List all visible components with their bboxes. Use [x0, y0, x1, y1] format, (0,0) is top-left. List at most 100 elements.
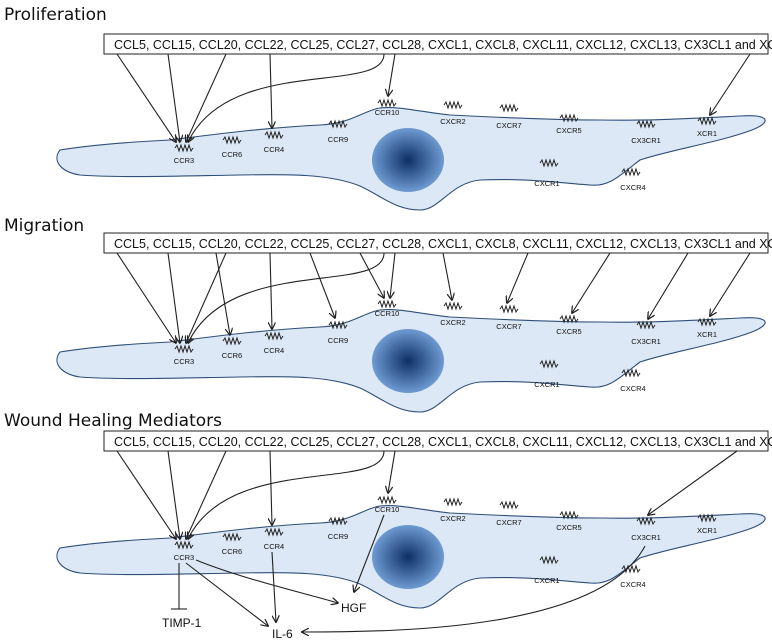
section-title: Migration	[4, 216, 84, 236]
arrow-ccl20-ccr3	[186, 53, 227, 142]
svg-text:CXCR1: CXCR1	[534, 576, 559, 585]
arrow-ccl28-ccr10	[388, 450, 396, 493]
arrow-cx3cr1-il6	[302, 545, 646, 632]
svg-text:CX3CR1: CX3CR1	[631, 136, 661, 145]
receptor-ccr4: CCR4	[264, 527, 284, 551]
svg-text:CCR6: CCR6	[222, 150, 242, 159]
svg-text:CX3CR1: CX3CR1	[631, 337, 661, 346]
arrow-xcl1-xcr1	[710, 252, 751, 316]
svg-text:CCR3: CCR3	[174, 553, 194, 562]
arrow-ccl27-ccr10	[359, 252, 384, 298]
nucleus	[372, 329, 444, 393]
receptor-cxcr5: CXCR5	[556, 314, 582, 336]
receptor-cxcr2: CXCR2	[440, 301, 466, 327]
receptor-cx3cr1: CX3CR1	[631, 516, 661, 542]
receptor-cxcr7: CXCR7	[496, 304, 522, 331]
svg-text:CCR10: CCR10	[375, 309, 400, 318]
receptor-ccr9: CCR9	[328, 320, 348, 345]
mediator-timp1: TIMP-1	[162, 616, 202, 630]
receptor-xcr1: XCR1	[697, 317, 717, 339]
arrow-ccl5-ccr3	[116, 53, 176, 142]
receptor-ccr4: CCR4	[264, 331, 284, 355]
svg-text:CCR10: CCR10	[375, 505, 400, 514]
svg-text:CCR3: CCR3	[174, 357, 194, 366]
svg-text:CXCR4: CXCR4	[620, 580, 645, 589]
svg-text:CXCR7: CXCR7	[496, 518, 521, 527]
svg-text:CCR10: CCR10	[375, 108, 400, 117]
receptor-cxcr1: CXCR1	[534, 359, 560, 389]
arrow-ccl20-ccr3	[186, 450, 227, 539]
arrow-cxcl1-cxcr2	[442, 252, 452, 300]
receptor-cxcr1: CXCR1	[534, 158, 560, 188]
svg-text:CXCR4: CXCR4	[620, 384, 645, 393]
svg-text:CXCR2: CXCR2	[440, 117, 465, 126]
receptor-cxcr4: CXCR4	[620, 564, 646, 589]
receptor-cxcr5: CXCR5	[556, 113, 582, 135]
svg-text:CXCR4: CXCR4	[620, 183, 645, 192]
receptor-cxcr2: CXCR2	[440, 100, 466, 126]
arrow-ccl25-ccr9	[309, 252, 335, 318]
svg-text:CXCR5: CXCR5	[556, 523, 581, 532]
receptor-cxcr7: CXCR7	[496, 103, 522, 130]
receptor-cxcr4: CXCR4	[620, 167, 646, 192]
arrow-ccl20-ccr3	[186, 252, 227, 343]
arrow-ccl22-ccr4	[270, 53, 272, 128]
svg-text:CCR6: CCR6	[222, 547, 242, 556]
receptor-cxcr1: CXCR1	[534, 555, 560, 585]
svg-text:CXCR2: CXCR2	[440, 318, 465, 327]
arrow-xcl1-cx3cr1	[648, 450, 738, 515]
section-migration: Migration CCL5, CCL15, CCL20, CCL22, CCL…	[4, 216, 772, 413]
svg-text:CCR4: CCR4	[264, 145, 284, 154]
svg-text:CCR9: CCR9	[328, 532, 348, 541]
receptor-ccr10: CCR10	[375, 299, 400, 318]
receptor-cx3cr1: CX3CR1	[631, 119, 661, 145]
arrow-cxcl11-cxcr7	[507, 252, 529, 303]
receptor-cxcr5: CXCR5	[556, 510, 582, 532]
arrow-ccl22-ccr4	[270, 252, 272, 329]
svg-text:CX3CR1: CX3CR1	[631, 533, 661, 542]
svg-text:XCR1: XCR1	[697, 526, 717, 535]
ligand-list: CCL5, CCL15, CCL20, CCL22, CCL25, CCL27,…	[114, 38, 772, 52]
arrow-xcl1-xcr1	[710, 53, 751, 115]
receptor-ccr3: CCR3	[174, 143, 194, 165]
receptor-cxcr4: CXCR4	[620, 368, 646, 393]
receptor-ccr3: CCR3	[174, 344, 194, 366]
receptor-ccr10: CCR10	[375, 98, 400, 117]
nucleus	[372, 525, 444, 589]
arrow-ccl5-ccr3	[116, 450, 176, 539]
svg-text:CXCR5: CXCR5	[556, 327, 581, 336]
arrow-ccl20-ccr6	[215, 252, 230, 335]
svg-text:CCR4: CCR4	[264, 346, 284, 355]
receptor-ccr9: CCR9	[328, 516, 348, 541]
arrow-ccl28-ccr10	[388, 53, 396, 96]
arrow-ccr10-hgf	[354, 514, 385, 592]
receptor-ccr6: CCR6	[222, 135, 242, 159]
mediator-il6: IL-6	[272, 627, 293, 640]
section-wound-healing: Wound Healing Mediators CCL5, CCL15, CCL…	[4, 411, 772, 640]
svg-text:CCR4: CCR4	[264, 542, 284, 551]
arrow-cxcl13-cx3cr1	[648, 252, 689, 319]
svg-text:XCR1: XCR1	[697, 129, 717, 138]
nucleus	[372, 128, 444, 192]
svg-text:CCR9: CCR9	[328, 135, 348, 144]
svg-text:CXCR7: CXCR7	[496, 322, 521, 331]
svg-text:XCR1: XCR1	[697, 330, 717, 339]
ligand-list: CCL5, CCL15, CCL20, CCL22, CCL25, CCL27,…	[114, 435, 772, 449]
section-proliferation: Proliferation CCL5, CCL15, CCL20, CCL22,…	[4, 5, 772, 211]
mediator-hgf: HGF	[341, 601, 366, 615]
ligand-box	[103, 33, 769, 55]
inhibition-ccr3-timp1	[171, 563, 187, 610]
svg-text:CCR3: CCR3	[174, 156, 194, 165]
receptor-ccr4: CCR4	[264, 130, 284, 154]
arrow-ccl15-ccr3	[167, 252, 180, 343]
arrow-ccl28-ccr3-curve	[188, 450, 385, 539]
arrow-ccr4-il6	[271, 551, 276, 622]
svg-text:CXCR1: CXCR1	[534, 380, 559, 389]
svg-text:CCR9: CCR9	[328, 336, 348, 345]
svg-text:CXCR1: CXCR1	[534, 179, 559, 188]
arrow-ccl28-ccr3-curve	[188, 252, 385, 343]
svg-text:CXCR2: CXCR2	[440, 514, 465, 523]
ligand-list: CCL5, CCL15, CCL20, CCL22, CCL25, CCL27,…	[114, 237, 772, 251]
section-title: Proliferation	[4, 5, 107, 25]
